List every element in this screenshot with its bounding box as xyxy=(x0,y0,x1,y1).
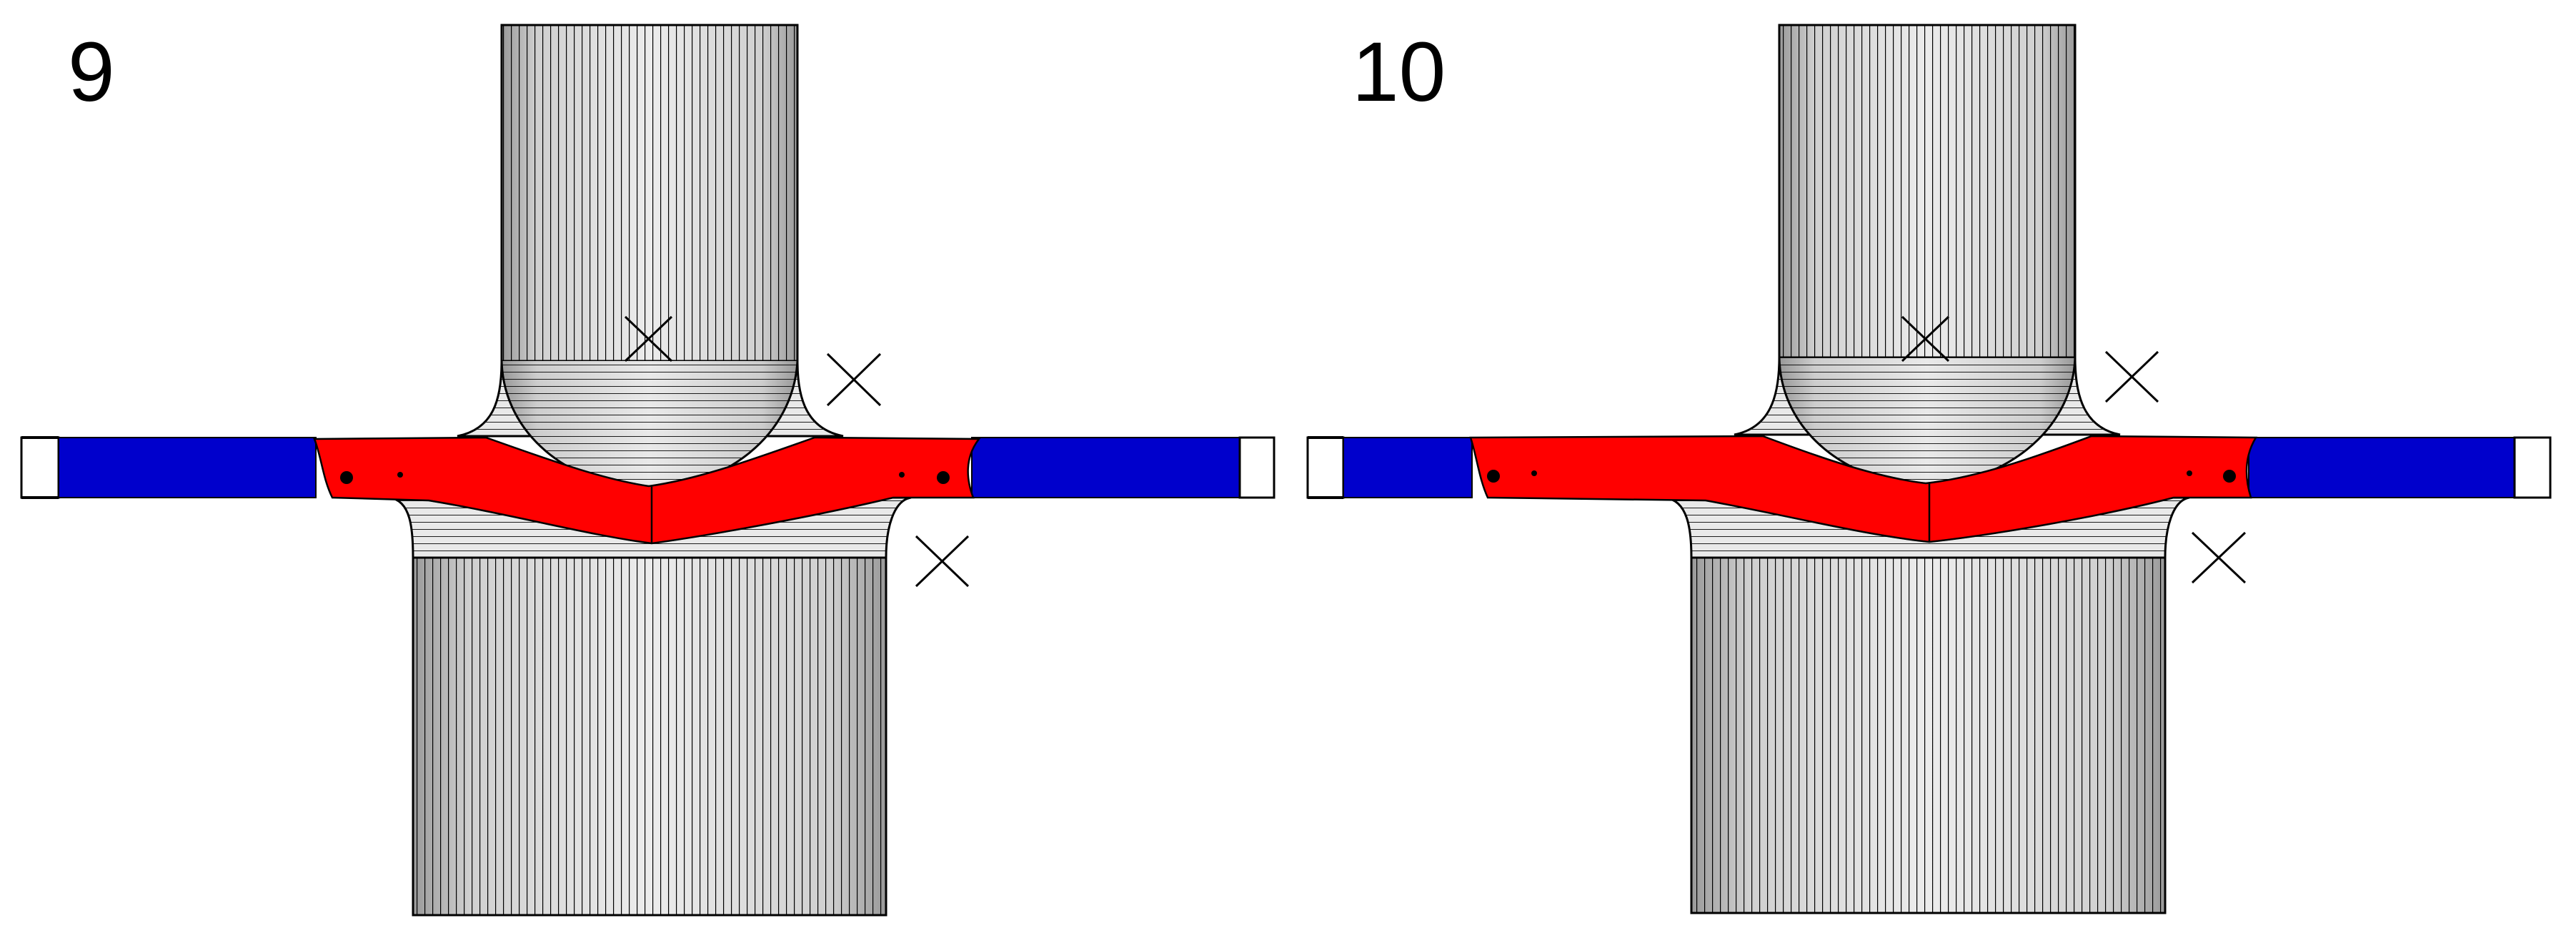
upper-electrode xyxy=(500,24,799,362)
sheet-right xyxy=(971,436,1275,499)
cross-marker-right-top xyxy=(2104,350,2159,403)
panel-step-10: 10 xyxy=(1288,0,2575,933)
weld-nugget xyxy=(1469,435,2258,543)
sheet-right xyxy=(2248,436,2552,499)
sheet-left xyxy=(20,436,317,499)
panel-step-9: 9 xyxy=(20,24,1275,917)
lower-electrode xyxy=(1664,496,2190,914)
sheet-left xyxy=(1306,436,1473,499)
step-label: 10 xyxy=(1352,25,1446,119)
cross-marker-right-bottom xyxy=(915,535,970,588)
panel-step-10-drawing xyxy=(1306,24,2552,914)
upper-electrode-tip xyxy=(1734,356,2121,488)
step-label: 9 xyxy=(68,25,115,119)
upper-electrode xyxy=(1778,24,2077,359)
cross-marker-upper xyxy=(1901,315,1950,362)
cross-marker-upper xyxy=(624,315,673,362)
panel-step-9-drawing xyxy=(20,24,1275,917)
cross-marker-right-top xyxy=(826,352,882,407)
upper-electrode-tip xyxy=(457,360,844,491)
lower-electrode xyxy=(389,496,912,917)
weld-nugget xyxy=(313,436,981,545)
cross-marker-right-bottom xyxy=(2191,531,2247,584)
